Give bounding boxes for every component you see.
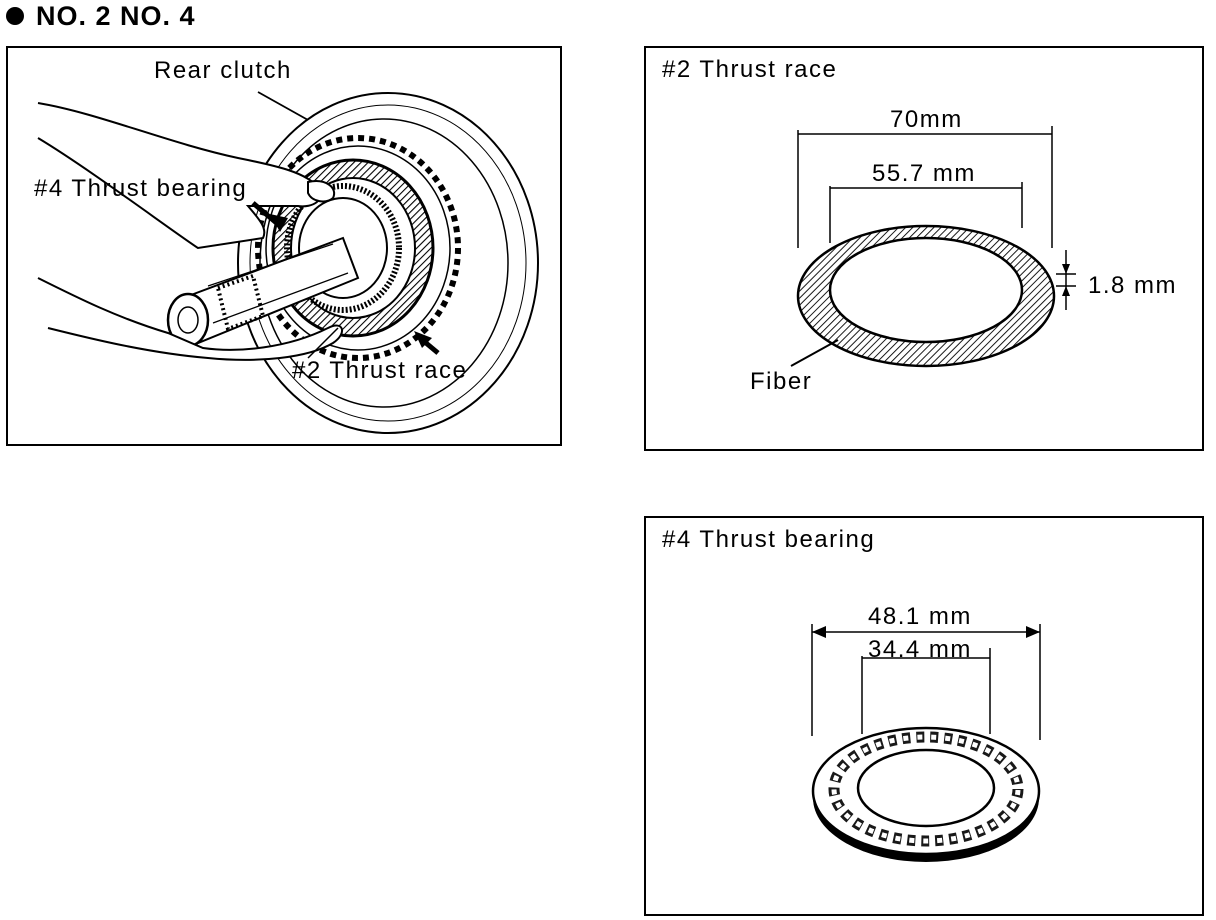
inner-diameter-dimension: 55.7 mm [872,160,976,187]
thrust-bearing-panel: #4 Thrust bearing 48.1 mm 34.4 mm [644,516,1204,916]
thrust-race-label: #2 Thrust race [292,357,468,384]
thrust-bearing-label: #4 Thrust bearing [34,175,248,202]
thrust-race-title: #2 Thrust race [662,56,838,83]
bullet-icon [6,7,24,25]
thrust-race-drawing [790,126,1076,368]
thrust-bearing-drawing [811,624,1041,862]
fiber-label: Fiber [750,368,813,395]
thrust-race-panel: #2 Thrust race 70mm 55.7 mm 1.8 mm Fiber [644,46,1204,451]
bearing-inner-diameter-dimension: 34.4 mm [868,636,972,663]
thrust-bearing-title: #4 Thrust bearing [662,526,876,553]
bearing-outer-diameter-dimension: 48.1 mm [868,603,972,630]
heading-text: NO. 2 NO. 4 [36,0,196,31]
installation-illustration-panel: Rear clutch #4 Thrust bearing #2 Thrust … [6,46,562,446]
outer-diameter-dimension: 70mm [890,106,963,133]
thickness-dimension: 1.8 mm [1088,272,1178,299]
installation-drawing [37,91,539,434]
rear-clutch-label: Rear clutch [154,57,292,84]
section-heading: NO. 2 NO. 4 [6,0,196,32]
